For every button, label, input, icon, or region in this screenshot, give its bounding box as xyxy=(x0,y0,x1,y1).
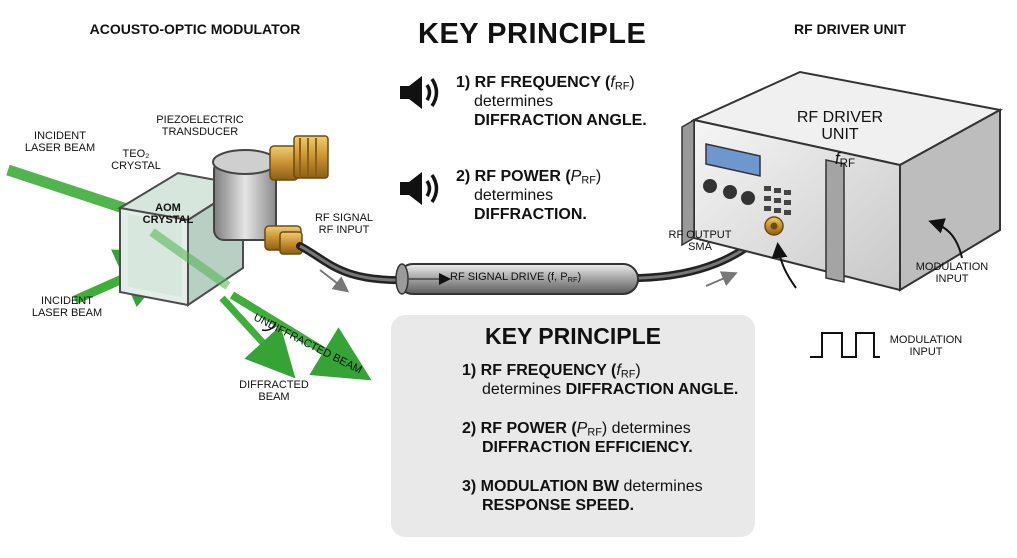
key-principle-panel xyxy=(391,315,755,537)
driver-face-frequency: fRF xyxy=(834,149,856,170)
modulation-input-pointer xyxy=(928,218,963,259)
key-box-item-1: 1) RF FREQUENCY (fRF) determines DIFFRAC… xyxy=(462,362,739,399)
rf-output-label: RF OUTPUT SMA xyxy=(668,229,732,253)
rf-driver-unit xyxy=(681,70,1003,292)
key-principle-title-top: KEY PRINCIPLE xyxy=(418,18,647,50)
crystal-material-label: TEO₂ CRYSTAL xyxy=(111,148,161,172)
modulation-square-wave xyxy=(810,332,880,358)
modulation-input-signal-label: MODULATION INPUT xyxy=(889,334,963,358)
modulation-input-driver-label: MODULATION INPUT xyxy=(915,261,989,285)
deflection-angle-arc xyxy=(261,321,277,332)
diffracted-beam xyxy=(219,295,296,379)
speaker-icon xyxy=(400,76,439,109)
aom-heading: ACOUSTO-OPTIC MODULATOR xyxy=(89,21,301,37)
knob-2 xyxy=(723,185,737,199)
key-top-item-1: 1) RF FREQUENCY (fRF) determines DIFFRAC… xyxy=(456,74,647,129)
lcd-display xyxy=(705,143,761,177)
knob-1 xyxy=(703,179,717,193)
driver-face-title: RF DRIVER UNIT xyxy=(796,109,884,143)
diffracted-beam-label: DIFFRACTED BEAM xyxy=(239,379,309,403)
piezoelectric-transducer xyxy=(212,135,329,255)
aom-crystal-cube xyxy=(117,171,246,307)
piezo-label: PIEZOELECTRIC TRANSDUCER xyxy=(156,114,244,138)
signal-flow-arrow-left xyxy=(319,269,350,293)
signal-flow-arrow-right xyxy=(705,271,738,287)
rf-output-pointer xyxy=(771,242,797,289)
driver-heading: RF DRIVER UNIT xyxy=(794,21,906,37)
aom-crystal-label: AOM CRYSTAL xyxy=(142,202,194,226)
key-principle-title-box: KEY PRINCIPLE xyxy=(485,323,661,349)
incident-beam-label-top: INCIDENT LASER BEAM xyxy=(24,130,96,154)
cable-label: RF SIGNAL DRIVE (f, PRF) xyxy=(450,271,582,284)
key-box-item-2: 2) RF POWER (PRF) determines DIFFRACTION… xyxy=(462,420,693,457)
key-top-item-2: 2) RF POWER (PRF) determines DIFFRACTION… xyxy=(456,168,602,223)
knob-3 xyxy=(741,191,755,205)
speaker-icon xyxy=(400,172,439,205)
key-box-item-3: 3) MODULATION BW determines RESPONSE SPE… xyxy=(462,478,703,515)
rf-input-label: RF SIGNAL RF INPUT xyxy=(314,212,374,236)
incident-beam-label-bottom: INCIDENT LASER BEAM xyxy=(31,295,103,319)
